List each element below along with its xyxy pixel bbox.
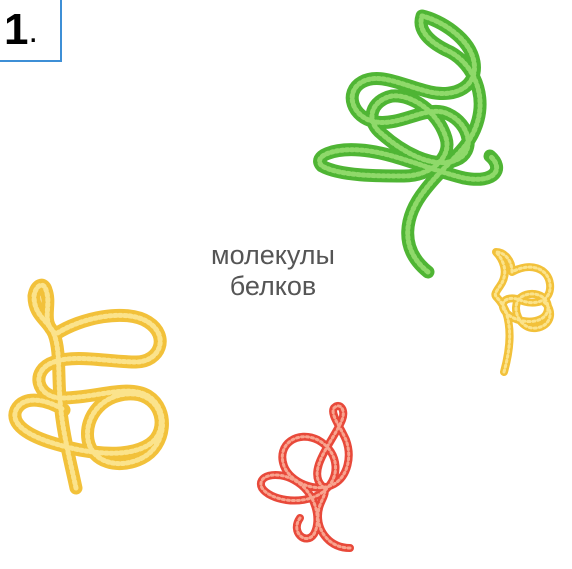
large-yellow-protein-molecule	[15, 285, 163, 488]
green-protein-molecule	[320, 16, 497, 272]
small-yellow-protein-molecule	[495, 252, 550, 372]
red-protein-molecule	[261, 406, 350, 548]
